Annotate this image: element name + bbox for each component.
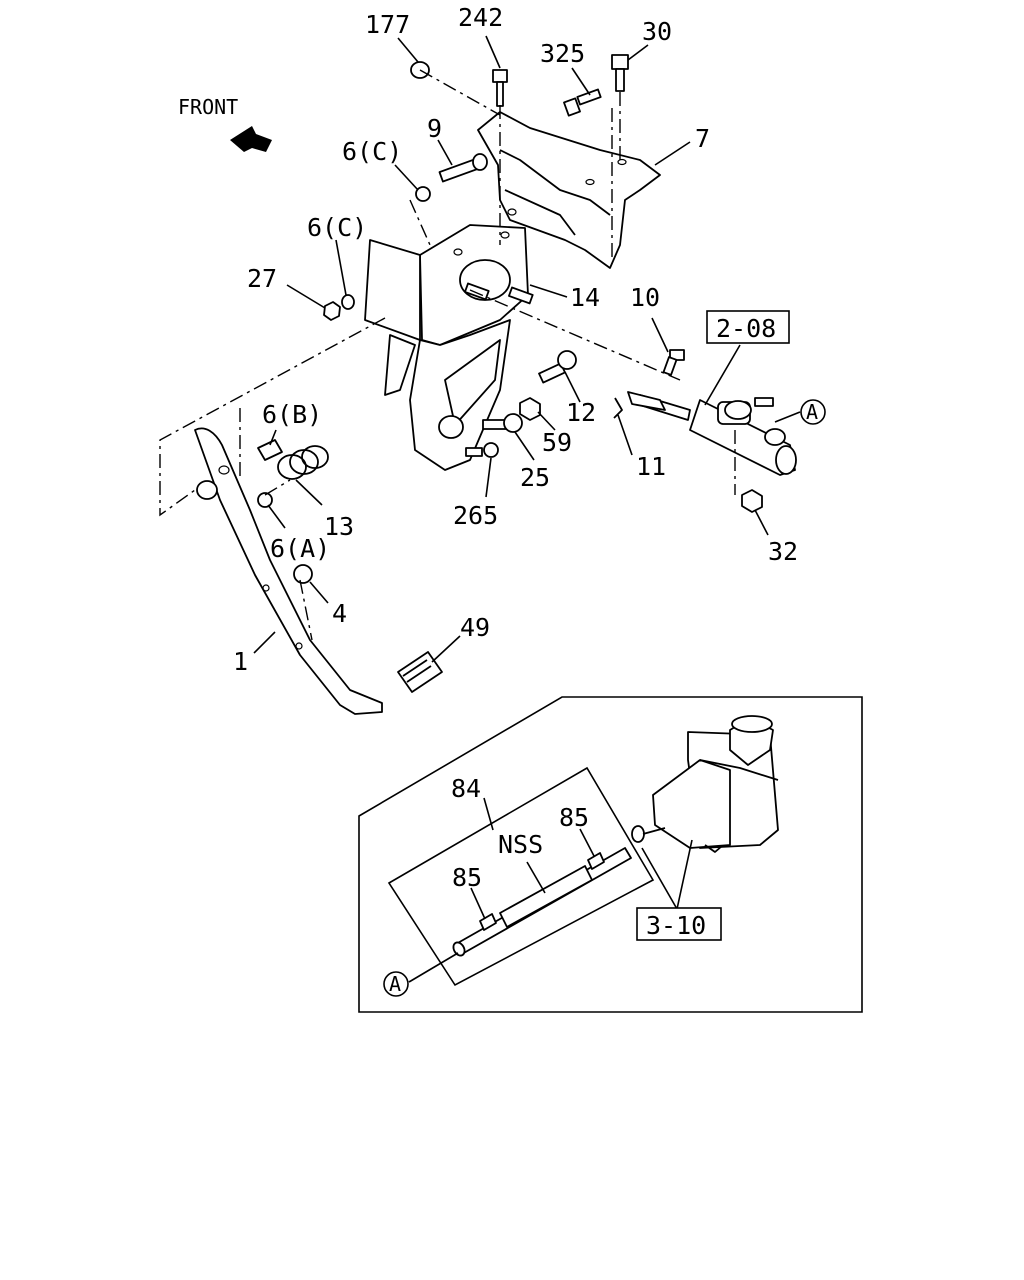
reference-a-bottom: A bbox=[389, 972, 401, 996]
bolt-10 bbox=[662, 349, 685, 376]
callout-59: 59 bbox=[542, 428, 572, 457]
upper-callouts: 177 242 30 325 7 9 6(C) 6(C) 27 14 10 2-… bbox=[233, 3, 826, 676]
reference-a-top-circle bbox=[800, 399, 826, 425]
callout-2-08: 2-08 bbox=[716, 314, 776, 343]
callout-nss: NSS bbox=[498, 830, 543, 859]
front-arrow-icon bbox=[230, 126, 272, 152]
return-spring-13 bbox=[277, 445, 329, 480]
callout-30: 30 bbox=[642, 17, 672, 46]
callout-13: 13 bbox=[324, 512, 354, 541]
clutch-pedal-arm bbox=[194, 427, 383, 715]
hose-group-frame bbox=[387, 766, 655, 987]
callout-84: 84 bbox=[451, 774, 481, 803]
callout-9: 9 bbox=[427, 114, 442, 143]
front-indicator: FRONT bbox=[178, 95, 272, 152]
bolt-12 bbox=[538, 350, 577, 384]
callout-4: 4 bbox=[332, 599, 347, 628]
callout-27: 27 bbox=[247, 264, 277, 293]
callout-25: 25 bbox=[520, 463, 550, 492]
callout-177: 177 bbox=[365, 10, 410, 39]
bolt-9 bbox=[438, 153, 488, 183]
callout-6c-top: 6(C) bbox=[342, 137, 402, 166]
callout-49: 49 bbox=[460, 613, 490, 642]
hose-clip-85-lower bbox=[479, 913, 497, 931]
callout-325: 325 bbox=[540, 39, 585, 68]
bushing-6c-left bbox=[341, 294, 355, 310]
bushing-6a bbox=[257, 492, 273, 508]
hose-clip-85-upper bbox=[587, 852, 605, 870]
alignment-lines bbox=[159, 69, 736, 641]
callout-1: 1 bbox=[233, 647, 248, 676]
callout-6a: 6(A) bbox=[270, 534, 330, 563]
stud-265 bbox=[465, 442, 499, 458]
mounting-bracket bbox=[477, 111, 661, 269]
callout-265: 265 bbox=[453, 501, 498, 530]
callout-12: 12 bbox=[566, 398, 596, 427]
clevis-11 bbox=[613, 391, 666, 419]
clutch-fluid-reservoir bbox=[631, 715, 779, 853]
pedal-pad-49 bbox=[397, 651, 443, 693]
reservoir-inset: 84 85 NSS 85 3-10 A bbox=[358, 696, 863, 1013]
pedal-support-bracket bbox=[364, 224, 529, 471]
callout-242: 242 bbox=[458, 3, 503, 32]
callout-14: 14 bbox=[570, 283, 600, 312]
callout-85-top: 85 bbox=[559, 803, 589, 832]
leader-lines bbox=[253, 35, 801, 663]
bushing-6b bbox=[257, 439, 283, 461]
callout-box-2-08 bbox=[706, 310, 790, 344]
reference-a-bottom-circle bbox=[383, 971, 409, 997]
nut-32 bbox=[741, 489, 763, 513]
nut-27 bbox=[323, 301, 341, 321]
callout-10: 10 bbox=[630, 283, 660, 312]
bolt-242 bbox=[492, 69, 508, 107]
callout-box-3-10 bbox=[636, 907, 722, 941]
callout-85-bottom: 85 bbox=[452, 863, 482, 892]
callout-3-10: 3-10 bbox=[646, 911, 706, 940]
bolt-25 bbox=[482, 413, 523, 433]
bushing-6c-upper bbox=[415, 186, 431, 202]
bolt-325 bbox=[563, 88, 602, 117]
reference-a-top: A bbox=[806, 400, 818, 424]
nut-59 bbox=[519, 397, 541, 421]
callout-6c-left: 6(C) bbox=[307, 213, 367, 242]
front-label: FRONT bbox=[178, 95, 238, 119]
reservoir-hose bbox=[452, 847, 632, 957]
callout-11: 11 bbox=[636, 452, 666, 481]
callout-32: 32 bbox=[768, 537, 798, 566]
callout-7: 7 bbox=[695, 124, 710, 153]
bolt-30 bbox=[611, 54, 629, 92]
callout-6b: 6(B) bbox=[262, 400, 322, 429]
switch-4 bbox=[293, 564, 313, 584]
